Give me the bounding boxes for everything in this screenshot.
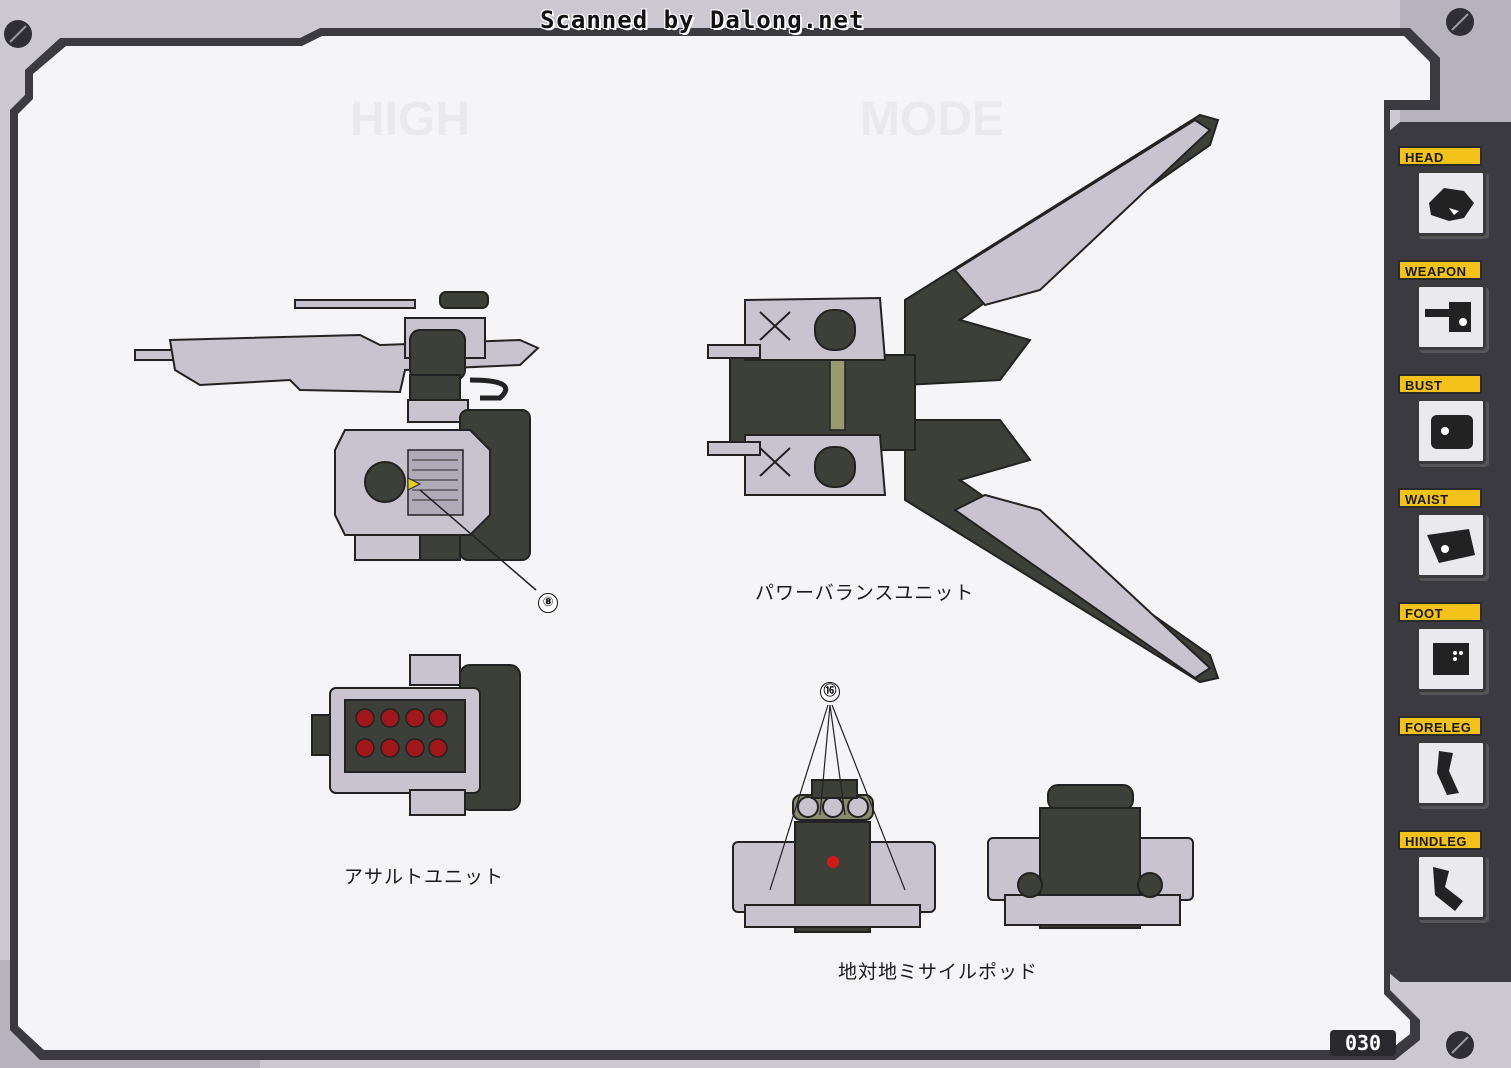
sidebar-item-label: FORELEG [1398,716,1482,736]
page-number: 030 [1330,1030,1396,1056]
svg-text:MODE: MODE [860,93,1004,146]
sidebar-item-label: HINDLEG [1398,830,1482,850]
caption-power-balance-unit: パワーバランスユニット [755,582,975,604]
sidebar-item-label: WEAPON [1398,260,1482,280]
scan-watermark: Scanned by Dalong.net [540,6,865,34]
part-callout-8: ⑧ [538,593,558,613]
sidebar-item-bust[interactable]: BUST [1396,374,1504,484]
sidebar-item-hindleg[interactable]: HINDLEG [1396,830,1504,940]
assault-unit-front-view [311,654,521,816]
sidebar-item-foot[interactable]: FOOT [1396,602,1504,712]
waist-icon [1416,512,1486,578]
foot-icon [1416,626,1486,692]
sidebar-item-label: WAIST [1398,488,1482,508]
missile-pod-rear-view [987,784,1194,929]
weapon-icon [1416,284,1486,350]
sidebar-item-label: HEAD [1398,146,1482,166]
svg-text:HIGH: HIGH [350,93,470,146]
sidebar-item-label: FOOT [1398,602,1482,622]
sidebar-item-waist[interactable]: WAIST [1396,488,1504,598]
sidebar-item-head[interactable]: HEAD [1396,146,1504,256]
caption-missile-pod: 地対地ミサイルポッド [838,961,1039,983]
section-sidebar: HEAD WEAPON BUST WAIST FOOT FORELEG HI [1388,122,1511,982]
missile-pod-front-view [732,704,936,933]
sidebar-item-foreleg[interactable]: FORELEG [1396,716,1504,826]
part-callout-16: ⑯ [820,682,840,702]
bust-icon [1416,398,1486,464]
foreleg-icon [1416,740,1486,806]
head-icon [1416,170,1486,236]
hindleg-icon [1416,854,1486,920]
assault-unit-side-view [134,291,540,591]
sidebar-item-weapon[interactable]: WEAPON [1396,260,1504,370]
sidebar-item-label: BUST [1398,374,1482,394]
power-balance-unit-view [707,113,1220,684]
caption-assault-unit: アサルトユニット [344,866,505,888]
